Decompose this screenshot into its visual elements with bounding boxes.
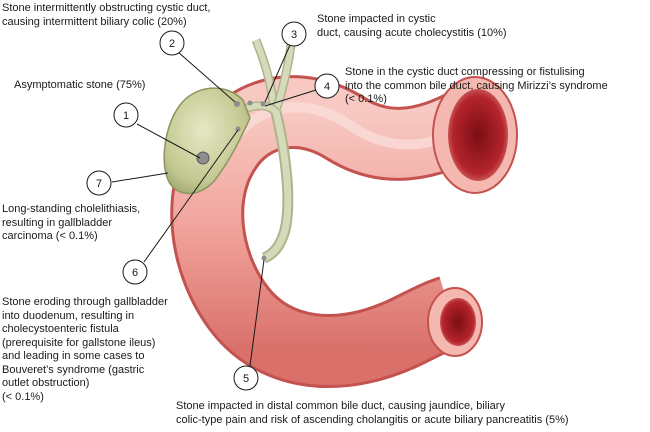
duodenum-upper-lumen — [432, 76, 518, 194]
label-cholecystoenteric-fistula: Stone eroding through gallbladder into d… — [2, 296, 168, 403]
marker-6: 6 — [122, 259, 148, 285]
label-gallbladder-carcinoma: Long-standing cholelithiasis, resulting … — [2, 203, 141, 242]
leader-lines — [111, 44, 317, 367]
marker-4-number: 4 — [324, 81, 330, 93]
label-asymptomatic-stone: Asymptomatic stone (75%) — [14, 79, 146, 91]
marker-7: 7 — [86, 170, 112, 196]
marker-3: 3 — [281, 21, 307, 47]
marker-6-number: 6 — [132, 267, 138, 279]
marker-3-number: 3 — [291, 29, 297, 41]
duodenum-lower-lumen — [427, 287, 483, 357]
marker-5: 5 — [233, 365, 259, 391]
label-intermittent-obstruction: Stone intermittently obstructing cystic … — [2, 2, 211, 28]
marker-1-number: 1 — [123, 110, 129, 122]
marker-2: 2 — [159, 30, 185, 56]
label-cystic-duct-impaction: Stone impacted in cystic duct, causing a… — [317, 13, 507, 39]
label-distal-cbd-impaction: Stone impacted in distal common bile duc… — [176, 400, 569, 426]
marker-2-number: 2 — [169, 38, 175, 50]
marker-7-number: 7 — [96, 178, 102, 190]
marker-1: 1 — [113, 102, 139, 128]
duodenum — [170, 75, 489, 389]
stones — [234, 100, 267, 261]
label-mirizzi-syndrome: Stone in the cystic duct compressing or … — [345, 66, 608, 105]
gallbladder — [163, 87, 251, 195]
marker-5-number: 5 — [243, 373, 249, 385]
marker-4: 4 — [314, 73, 340, 99]
